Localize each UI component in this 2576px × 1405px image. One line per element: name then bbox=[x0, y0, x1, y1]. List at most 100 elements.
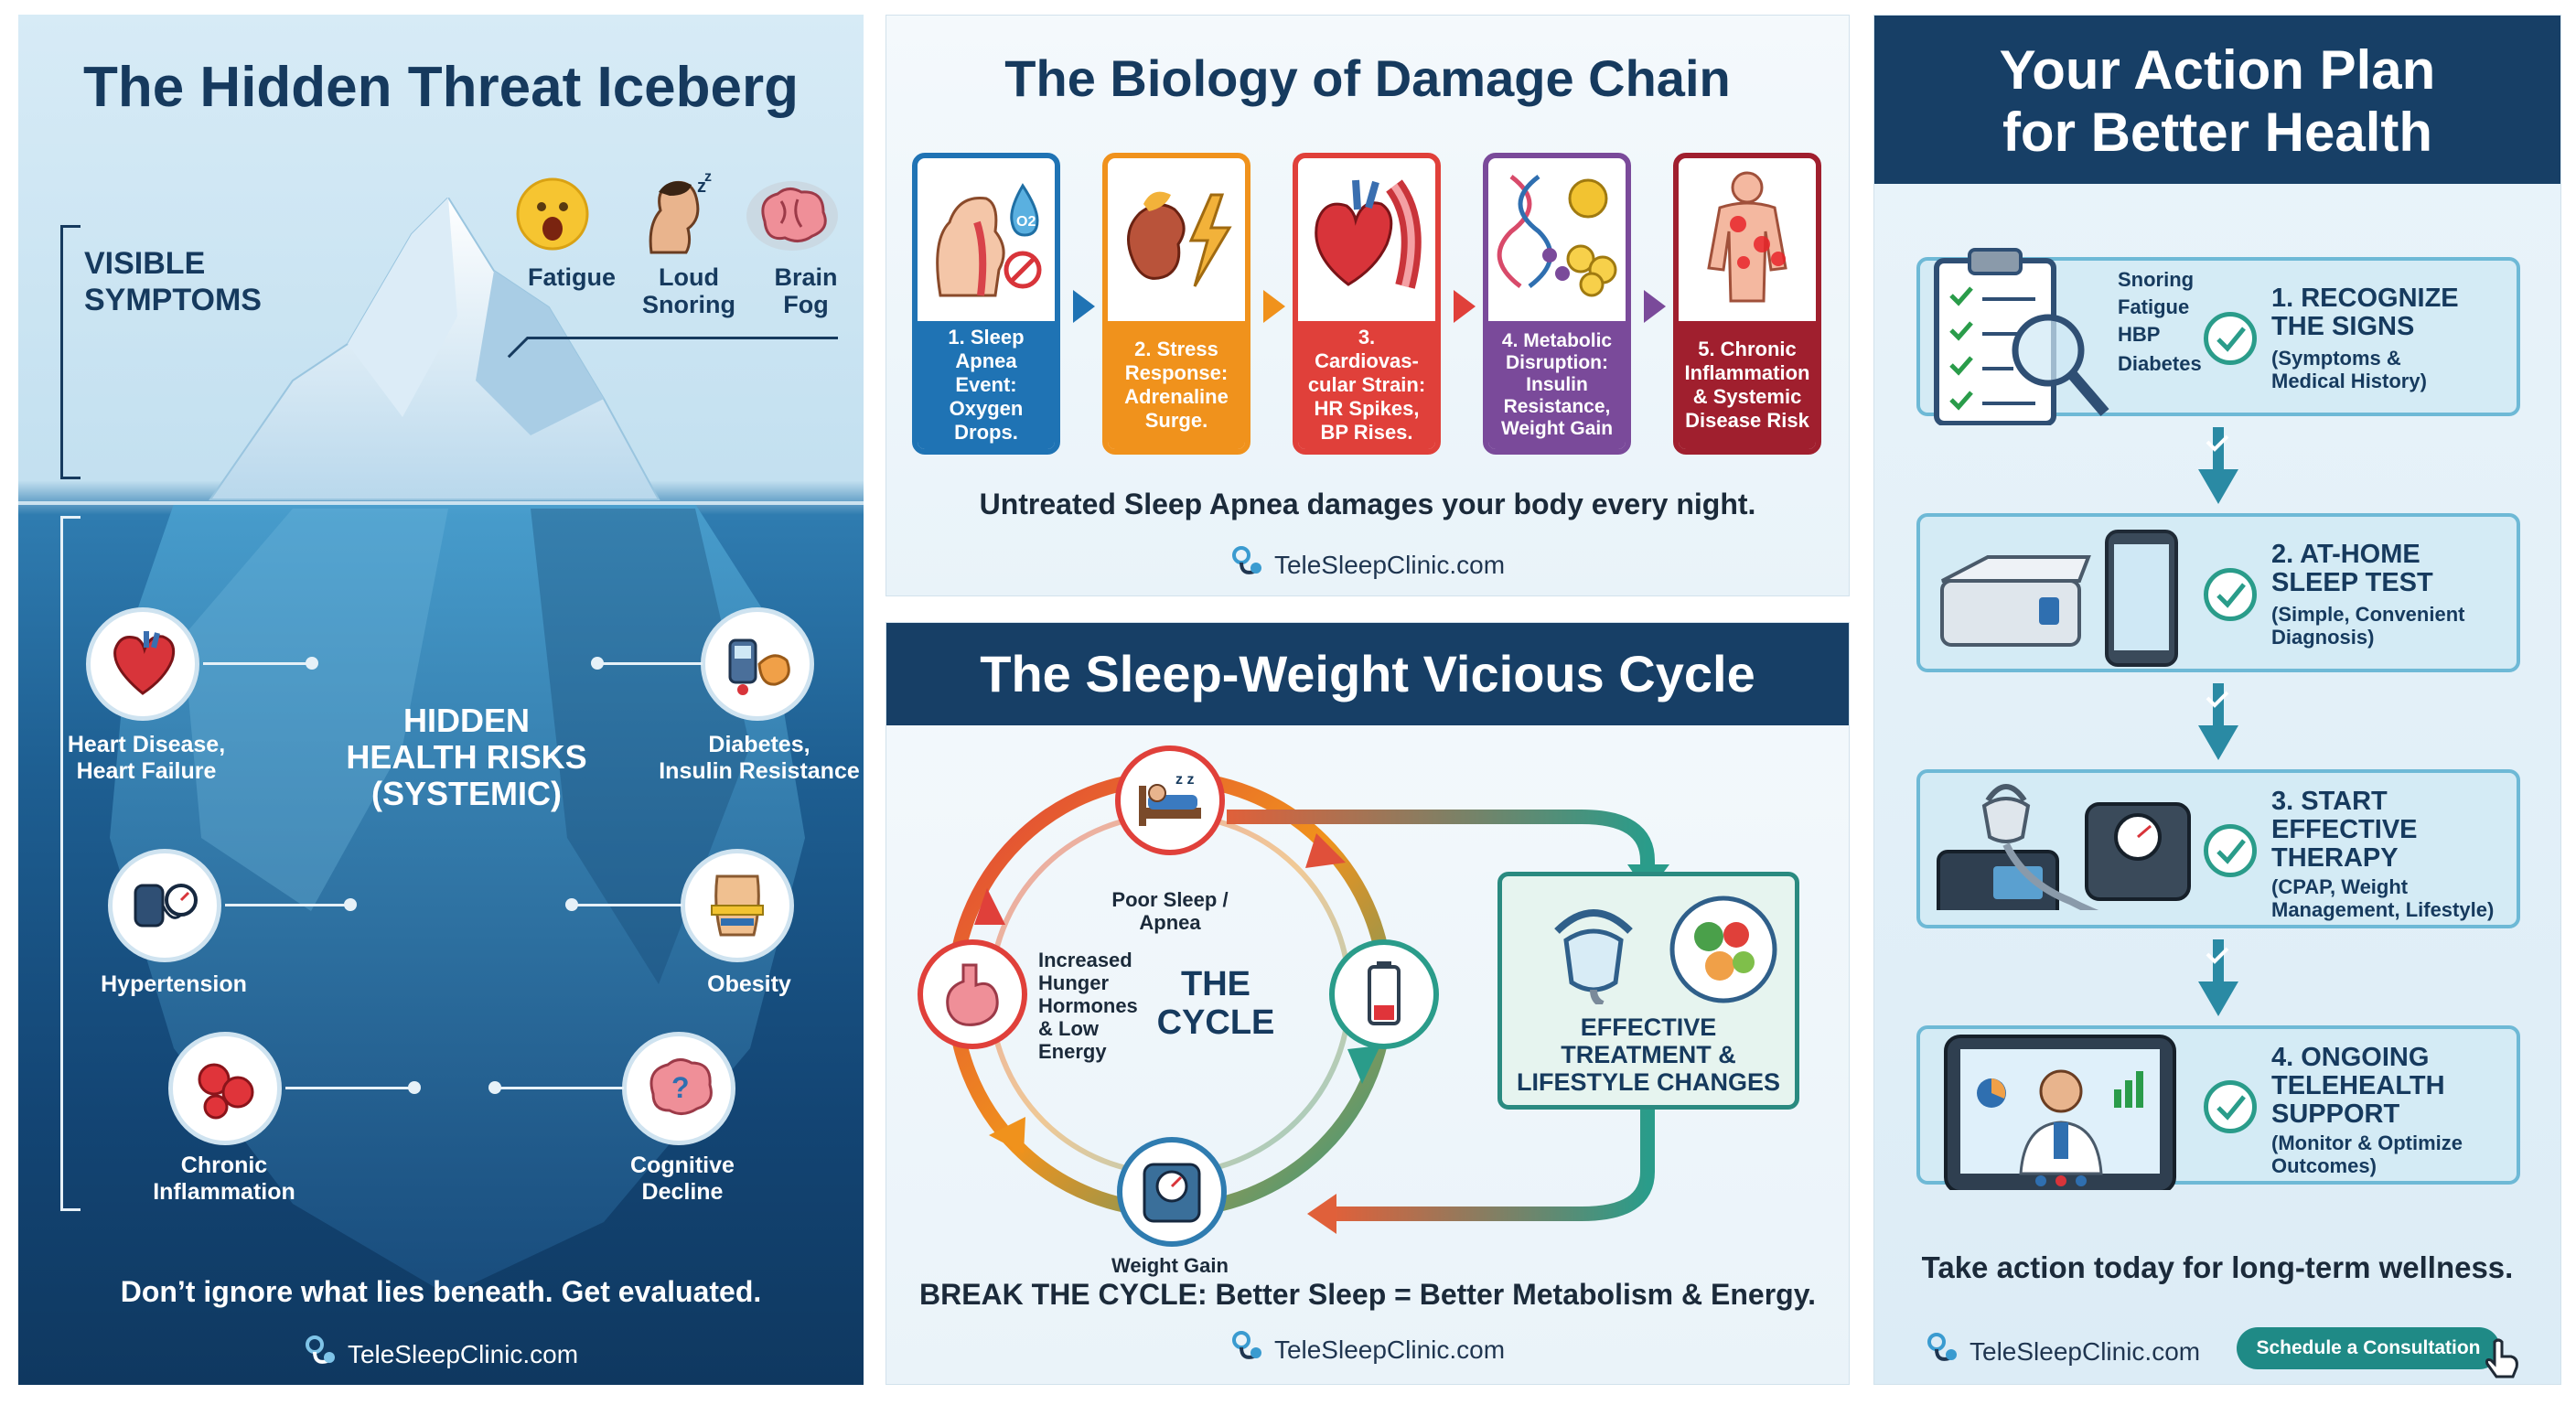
symptom-fatigue: Fatigue bbox=[527, 263, 616, 291]
risk-connector-dot bbox=[344, 898, 357, 911]
chain-arrow-right-icon bbox=[1644, 290, 1666, 323]
iceberg-brand[interactable]: TeleSleepClinic.com bbox=[18, 1334, 864, 1375]
plan-step-1-sub: (Symptoms & Medical History) bbox=[2271, 347, 2427, 392]
down-arrow-check-icon bbox=[2198, 939, 2238, 1016]
glucose-meter-icon bbox=[701, 607, 814, 721]
iceberg-footer: Don’t ignore what lies beneath. Get eval… bbox=[120, 1275, 762, 1308]
risk-hypertension: Hypertension bbox=[101, 971, 247, 997]
svg-text:z: z bbox=[697, 177, 706, 197]
risk-connector bbox=[596, 662, 703, 665]
symptom-loud-snoring: Loud Snoring bbox=[642, 263, 735, 318]
damage-chain-title: The Biology of Damage Chain bbox=[1004, 49, 1731, 107]
risk-connector bbox=[203, 662, 313, 665]
node-poor-sleep: Poor Sleep / Apnea bbox=[1111, 888, 1229, 934]
chain-step-1-text: 1. Sleep Apnea Event: Oxygen Drops. bbox=[918, 321, 1055, 449]
telehealth-tablet-icon bbox=[1933, 1035, 2207, 1190]
vicious-cycle-title: The Sleep-Weight Vicious Cycle bbox=[886, 623, 1849, 725]
vicious-cycle-panel: The Sleep-Weight Vicious Cycle z z Poor … bbox=[886, 622, 1850, 1385]
chain-step-2-text: 2. Stress Response: Adrenaline Surge. bbox=[1108, 321, 1245, 449]
brain-fog-icon bbox=[745, 177, 840, 254]
risk-connector bbox=[571, 904, 682, 906]
chain-arrow-right-icon bbox=[1073, 290, 1095, 323]
schedule-consultation-button[interactable]: Schedule a Consultation bbox=[2237, 1327, 2500, 1369]
inflamed-body-icon bbox=[1679, 158, 1816, 314]
adrenal-lightning-icon bbox=[1108, 158, 1245, 314]
iceberg-panel: The Hidden Threat Iceberg VISIBLE SYMPTO… bbox=[18, 15, 864, 1385]
waist-measuring-icon bbox=[681, 849, 794, 962]
stethoscope-icon bbox=[1230, 1329, 1265, 1370]
damage-chain-panel: The Biology of Damage Chain O2 1. Sleep … bbox=[886, 15, 1850, 596]
hand-pointer-icon bbox=[2484, 1338, 2520, 1383]
damage-chain-brand[interactable]: TeleSleepClinic.com bbox=[886, 544, 1849, 585]
checklist-fatigue: Fatigue bbox=[2118, 295, 2190, 318]
bed-sleep-icon: z z bbox=[1115, 745, 1225, 855]
action-plan-title: Your Action Plan for Better Health bbox=[1874, 16, 2560, 184]
symptom-brain-fog: Brain Fog bbox=[774, 263, 838, 318]
plan-step-1-title: 1. RECOGNIZE THE SIGNS bbox=[2271, 284, 2459, 341]
svg-text:?: ? bbox=[671, 1071, 690, 1104]
action-plan-footer: Take action today for long-term wellness… bbox=[1921, 1250, 2514, 1284]
brand-text: TeleSleepClinic.com bbox=[347, 1339, 579, 1368]
plan-step-2: 2. AT-HOME SLEEP TEST (Simple, Convenien… bbox=[1916, 513, 2520, 672]
svg-text:z: z bbox=[704, 170, 712, 185]
cycle-center-label: THE CYCLE bbox=[1156, 965, 1275, 1042]
chain-step-5-text: 5. Chronic Inflammation & Systemic Disea… bbox=[1679, 321, 1816, 449]
chain-arrow-right-icon bbox=[1454, 290, 1476, 323]
plan-step-3-title: 3. START EFFECTIVE THERAPY bbox=[2271, 787, 2418, 873]
treatment-label: EFFECTIVE TREATMENT & LIFESTYLE CHANGES bbox=[1516, 1014, 1781, 1096]
brand-text: TeleSleepClinic.com bbox=[1273, 1335, 1506, 1364]
blood-cells-icon bbox=[168, 1032, 282, 1145]
stethoscope-icon bbox=[1230, 544, 1265, 585]
low-battery-icon bbox=[1329, 939, 1439, 1049]
stomach-icon bbox=[918, 939, 1027, 1049]
chain-step-4-text: 4. Metabolic Disruption: Insulin Resista… bbox=[1488, 321, 1626, 449]
sleep-test-device-icon bbox=[1933, 526, 2207, 667]
clipboard-magnifier-icon bbox=[1933, 248, 2207, 425]
svg-text:z z: z z bbox=[1175, 772, 1194, 788]
damage-chain-caption: Untreated Sleep Apnea damages your body … bbox=[979, 488, 1756, 520]
node-weight-gain: Weight Gain bbox=[1111, 1254, 1229, 1277]
risk-connector-dot bbox=[306, 657, 318, 670]
plan-step-2-sub: (Simple, Convenient Diagnosis) bbox=[2271, 603, 2465, 649]
check-circle-icon bbox=[2204, 1080, 2257, 1133]
visible-bracket bbox=[60, 225, 80, 479]
checklist-hbp: HBP bbox=[2118, 323, 2161, 346]
risk-chronic-inflammation: Chronic Inflammation bbox=[153, 1153, 295, 1205]
yawning-face-icon bbox=[514, 176, 591, 252]
svg-text:O2: O2 bbox=[1016, 214, 1036, 230]
risk-connector-dot bbox=[565, 898, 578, 911]
iceberg-title: The Hidden Threat Iceberg bbox=[82, 56, 800, 119]
chain-step-2: 2. Stress Response: Adrenaline Surge. bbox=[1102, 153, 1250, 455]
risk-connector-dot bbox=[408, 1081, 421, 1094]
cycle-brand[interactable]: TeleSleepClinic.com bbox=[886, 1329, 1849, 1370]
node-increased-hunger: Increased Hunger Hormones & Low Energy bbox=[1038, 949, 1138, 1063]
scale-icon bbox=[1117, 1137, 1227, 1247]
heart-icon bbox=[86, 607, 199, 721]
symptom-connector bbox=[527, 337, 838, 339]
risk-diabetes: Diabetes, Insulin Resistance bbox=[659, 732, 860, 784]
action-plan-panel: Your Action Plan for Better Health Snori… bbox=[1873, 15, 2561, 1385]
plan-step-4-sub: (Monitor & Optimize Outcomes) bbox=[2271, 1132, 2463, 1177]
brand-text: TeleSleepClinic.com bbox=[1970, 1336, 2201, 1366]
action-plan-brand[interactable]: TeleSleepClinic.com bbox=[1926, 1331, 2200, 1372]
check-circle-icon bbox=[2204, 312, 2257, 365]
healthy-food-plate-icon bbox=[1667, 893, 1780, 1011]
checklist-diabetes: Diabetes bbox=[2118, 352, 2202, 375]
cpap-machine-scale-icon bbox=[1933, 782, 2207, 919]
risk-cognitive-decline: Cognitive Decline bbox=[630, 1153, 735, 1205]
plan-step-4-title: 4. ONGOING TELEHEALTH SUPPORT bbox=[2271, 1043, 2445, 1129]
chain-step-5: 5. Chronic Inflammation & Systemic Disea… bbox=[1673, 153, 1821, 455]
visible-symptoms-label: VISIBLE SYMPTOMS bbox=[84, 246, 262, 317]
hidden-health-risks-label: HIDDEN HEALTH RISKS (SYSTEMIC) bbox=[346, 702, 587, 812]
check-circle-icon bbox=[2204, 568, 2257, 621]
plan-step-2-title: 2. AT-HOME SLEEP TEST bbox=[2271, 540, 2433, 597]
plan-step-3-sub: (CPAP, Weight Management, Lifestyle) bbox=[2271, 875, 2495, 921]
chain-step-3: 3. Cardiovas- cular Strain: HR Spikes, B… bbox=[1293, 153, 1441, 455]
chain-step-3-text: 3. Cardiovas- cular Strain: HR Spikes, B… bbox=[1298, 321, 1435, 449]
brand-text: TeleSleepClinic.com bbox=[1273, 550, 1506, 579]
plan-step-4: 4. ONGOING TELEHEALTH SUPPORT (Monitor &… bbox=[1916, 1025, 2520, 1190]
risk-connector-dot bbox=[488, 1081, 501, 1094]
cycle-caption: BREAK THE CYCLE: Better Sleep = Better M… bbox=[918, 1278, 1817, 1311]
check-circle-icon bbox=[2204, 824, 2257, 877]
